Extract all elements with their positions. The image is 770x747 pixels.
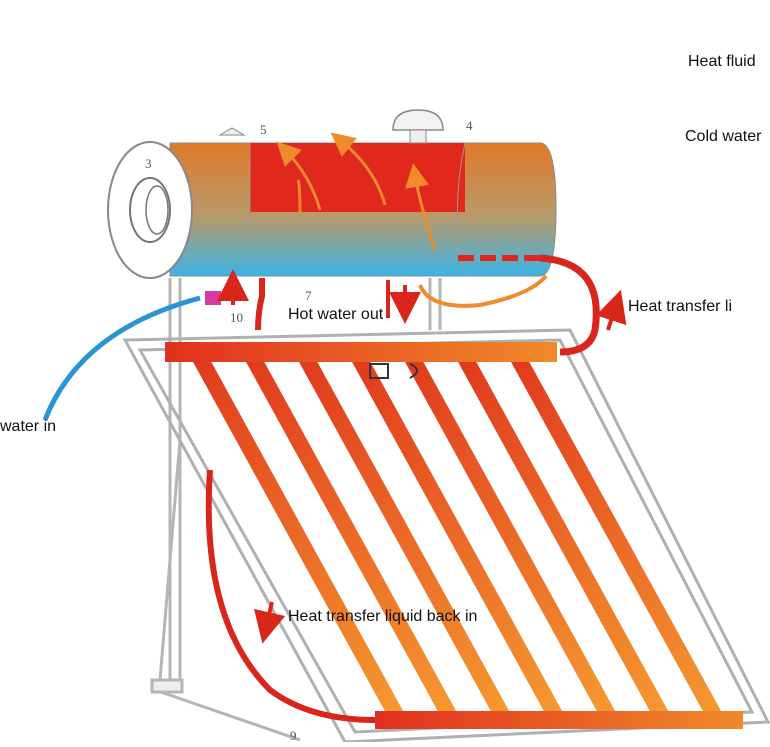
label-heat-fluid: Heat fluid — [688, 53, 756, 70]
storage-tank — [107, 109, 557, 279]
collector-tubes — [192, 354, 726, 726]
label-cold-water: Cold water — [685, 128, 762, 145]
heat-transfer-out-pipe — [539, 254, 600, 356]
cold-water-in-pipe — [42, 295, 201, 421]
label-hot-water-out: Hot water out — [288, 306, 384, 323]
hot-water-out-pipe — [255, 278, 265, 331]
label-heat-transfer-back: Heat transfer liquid back in — [288, 608, 478, 625]
back-in-arrow — [254, 601, 286, 644]
heat-return-pipe — [418, 274, 548, 308]
inlet-valve — [205, 291, 221, 305]
part-number-5: 5 — [260, 122, 267, 137]
part-number-4: 4 — [466, 118, 473, 133]
label-water-in: water in — [0, 418, 57, 435]
tube-label-mark — [369, 363, 418, 379]
heat-transfer-arrow — [595, 289, 627, 331]
bottom-header-pipe — [375, 711, 743, 729]
part-number-10: 10 — [230, 310, 243, 325]
part-number-9: 9 — [290, 728, 297, 743]
part-number-7: 7 — [305, 288, 312, 303]
part-number-3: 3 — [145, 156, 152, 171]
top-header-pipe — [165, 342, 557, 362]
heat-transfer-back-pipe — [205, 469, 376, 723]
label-heat-transfer-out: Heat transfer li — [628, 298, 733, 315]
